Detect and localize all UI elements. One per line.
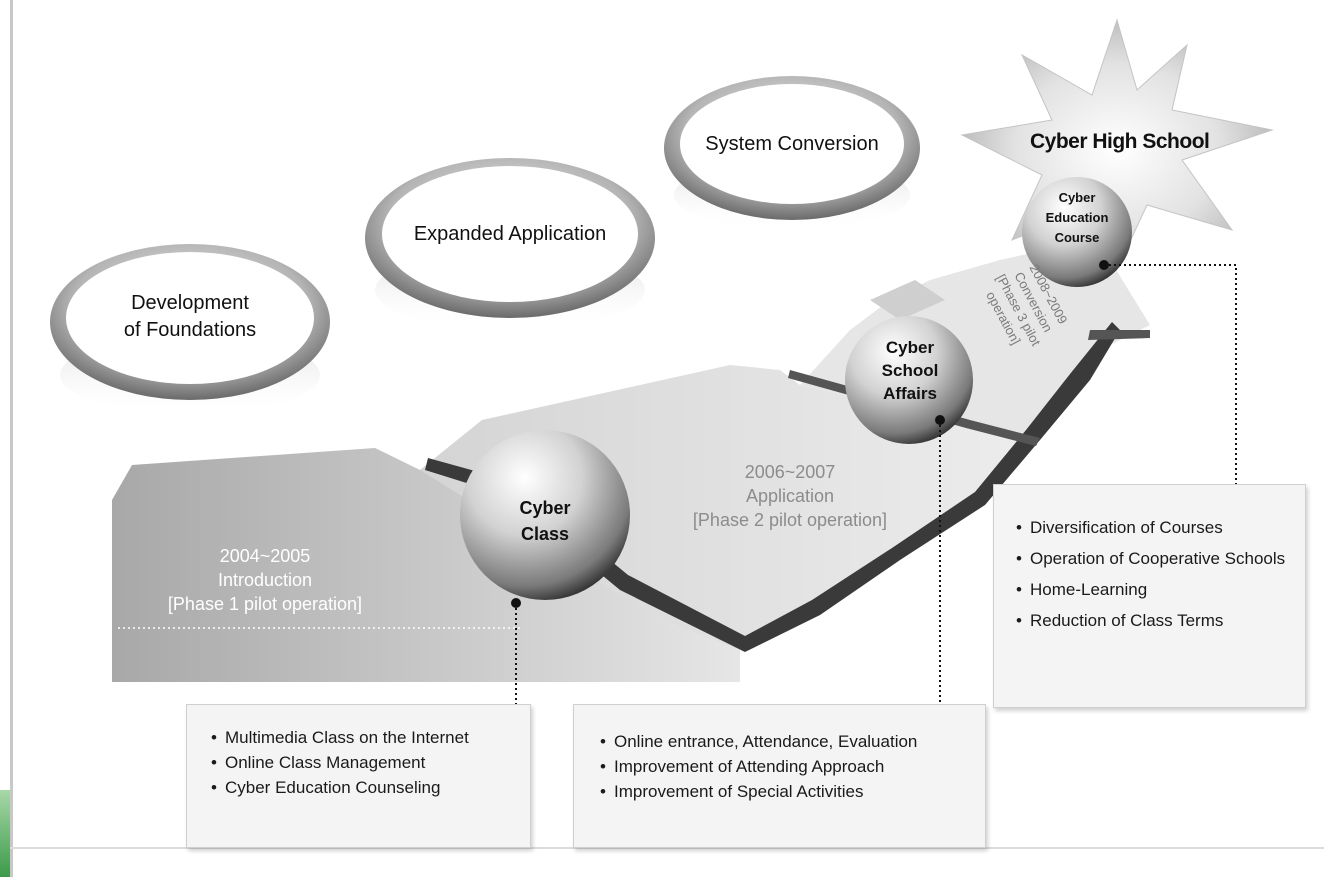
phase1-platform <box>112 448 740 682</box>
cyber-education-course-line1: Cyber <box>1058 190 1096 205</box>
cyber-education-course-line2: Education <box>1045 210 1109 225</box>
list-item: Multimedia Class on the Internet <box>211 725 530 750</box>
cyber-school-affairs-label: Cyber School Affairs <box>860 336 960 405</box>
cyber-education-course-label: Cyber Education Course <box>1032 188 1122 248</box>
list-item: Diversification of Courses <box>1016 515 1286 540</box>
cyber-education-course-line3: Course <box>1054 230 1100 245</box>
stage-1-line1: Development <box>131 292 249 314</box>
course-connector <box>1104 264 1237 495</box>
stage-2-line1: Expanded Application <box>413 223 607 245</box>
stage-3-line1: System Conversion <box>705 133 879 155</box>
cyber-school-affairs-details-list: Online entrance, Attendance, Evaluation … <box>574 705 985 804</box>
phase-2-note: [Phase 2 pilot operation] <box>692 510 888 530</box>
list-item: Improvement of Attending Approach <box>600 754 985 779</box>
cyber-class-label: Cyber Class <box>495 495 595 547</box>
phase-1-years: 2004~2005 <box>219 546 311 566</box>
phase-1-label: 2004~2005 Introduction [Phase 1 pilot op… <box>140 544 390 616</box>
cyber-high-school-title: Cyber High School <box>1030 130 1210 153</box>
list-item: Online entrance, Attendance, Evaluation <box>600 729 985 754</box>
timeline-ribbon-edge-upper <box>1088 330 1150 340</box>
cyber-education-course-details-box: Diversification of Courses Operation of … <box>993 484 1306 708</box>
stage-1-label: Development of Foundations <box>90 290 290 344</box>
list-item: Home-Learning <box>1016 577 1286 602</box>
cyber-class-details-box: Multimedia Class on the Internet Online … <box>186 704 531 848</box>
stage-1-line2: of Foundations <box>123 319 257 341</box>
list-item: Improvement of Special Activities <box>600 779 985 804</box>
cyber-school-affairs-line1: Cyber <box>885 338 935 357</box>
phase-2-years: 2006~2007 <box>744 462 836 482</box>
green-accent-bar <box>0 790 10 877</box>
cyber-class-details-list: Multimedia Class on the Internet Online … <box>187 705 530 800</box>
phase-1-note: [Phase 1 pilot operation] <box>167 594 363 614</box>
cyber-education-course-details-list: Diversification of Courses Operation of … <box>994 485 1286 633</box>
cyber-school-affairs-line2: School <box>881 361 939 380</box>
cyber-school-affairs-line3: Affairs <box>883 384 937 403</box>
list-item: Cyber Education Counseling <box>211 775 530 800</box>
phase-2-label: 2006~2007 Application [Phase 2 pilot ope… <box>660 460 920 532</box>
list-item: Operation of Cooperative Schools <box>1016 546 1286 571</box>
phase-1-name: Introduction <box>217 570 313 590</box>
list-item: Online Class Management <box>211 750 530 775</box>
stage-3-label: System Conversion <box>682 131 902 158</box>
cyber-class-line2: Class <box>520 524 570 544</box>
phase3-slab <box>870 280 945 320</box>
list-item: Reduction of Class Terms <box>1016 608 1286 633</box>
left-border-rule <box>10 0 13 877</box>
cyber-education-course-sphere <box>1022 177 1132 287</box>
cyber-school-affairs-sphere <box>845 316 973 444</box>
cyber-class-sphere <box>460 430 630 600</box>
cyber-class-line1: Cyber <box>519 498 571 518</box>
bottom-border-rule <box>10 847 1324 849</box>
cyber-school-affairs-details-box: Online entrance, Attendance, Evaluation … <box>573 704 986 848</box>
phase-2-name: Application <box>745 486 835 506</box>
stage-2-label: Expanded Application <box>390 221 630 248</box>
